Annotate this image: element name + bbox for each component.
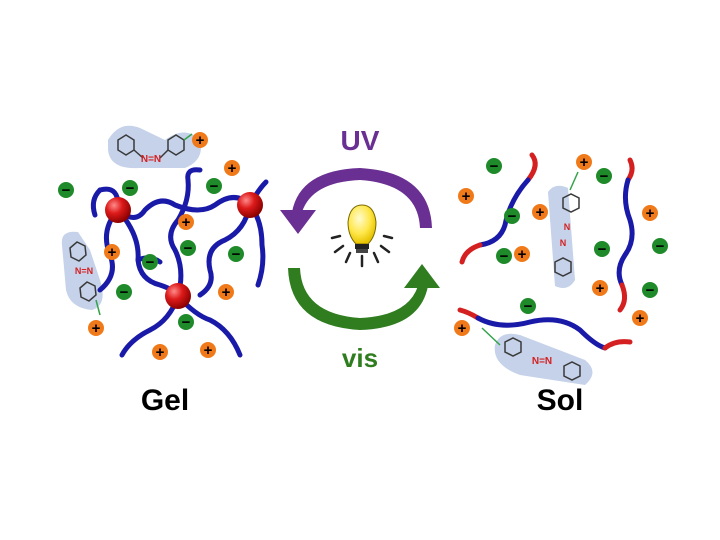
azo-label-left: N=N: [75, 266, 93, 276]
plus-sign: +: [580, 154, 589, 171]
azobenzene-left: [69, 241, 101, 316]
negative-ion: −: [116, 284, 132, 301]
negative-ion: −: [496, 248, 512, 265]
gel-polymer-chains: [90, 167, 269, 358]
negative-ion: −: [178, 314, 194, 331]
minus-sign: −: [182, 314, 191, 331]
positive-ion: +: [88, 320, 104, 337]
minus-sign: −: [646, 282, 655, 299]
sol-chains: N N N=N: [457, 152, 635, 385]
minus-sign: −: [500, 248, 509, 265]
plus-sign: +: [536, 204, 545, 221]
minus-sign: −: [126, 180, 135, 197]
gel-label: Gel: [140, 384, 190, 417]
minus-sign: −: [62, 182, 71, 199]
azo-label-vertical-2: N: [560, 238, 567, 248]
negative-ion: −: [58, 182, 74, 199]
negative-ion: −: [594, 241, 610, 258]
positive-ion: +: [632, 310, 648, 327]
negative-ion: −: [520, 298, 536, 315]
azo-label-vertical: N: [564, 222, 571, 232]
positive-ion: +: [514, 246, 530, 263]
uv-arrowhead: [280, 210, 316, 234]
light-bulb-icon: [330, 204, 394, 268]
crosslink-node: [165, 283, 191, 309]
photo-switch-cycle: [280, 168, 440, 330]
plus-sign: +: [646, 205, 655, 222]
sol-label: Sol: [536, 384, 584, 417]
positive-ion: +: [592, 280, 608, 297]
minus-sign: −: [656, 238, 665, 255]
vis-arrowhead: [404, 264, 440, 288]
azo-highlight: [494, 333, 593, 385]
minus-sign: −: [490, 158, 499, 175]
negative-ion: −: [228, 246, 244, 263]
plus-sign: +: [204, 342, 213, 359]
plus-sign: +: [518, 246, 527, 263]
azobenzene-vertical: [554, 171, 580, 277]
positive-ion: +: [192, 132, 208, 149]
minus-sign: −: [146, 254, 155, 271]
vis-arrow: [288, 268, 428, 330]
sol-polymer-chains: [457, 152, 635, 351]
minus-sign: −: [524, 298, 533, 315]
positive-ion: +: [152, 344, 168, 361]
negative-ion: −: [180, 240, 196, 257]
positive-ion: +: [642, 205, 658, 222]
azo-highlight: [61, 231, 103, 310]
plus-sign: +: [108, 244, 117, 261]
minus-sign: −: [210, 178, 219, 195]
plus-sign: +: [596, 280, 605, 297]
plus-sign: +: [458, 320, 467, 337]
ions-layer: ++++++++++++++++−−−−−−−−−−−−−−−−: [58, 132, 668, 361]
negative-ion: −: [504, 208, 520, 225]
negative-ion: −: [206, 178, 222, 195]
positive-ion: +: [104, 244, 120, 261]
negative-ion: −: [652, 238, 668, 255]
plus-sign: +: [222, 284, 231, 301]
positive-ion: +: [454, 320, 470, 337]
positive-ion: +: [178, 214, 194, 231]
negative-ion: −: [142, 254, 158, 271]
positive-ion: +: [532, 204, 548, 221]
plus-sign: +: [196, 132, 205, 149]
minus-sign: −: [600, 168, 609, 185]
minus-sign: −: [598, 241, 607, 258]
azo-label-top: N=N: [141, 154, 161, 165]
plus-sign: +: [92, 320, 101, 337]
positive-ion: +: [458, 188, 474, 205]
minus-sign: −: [508, 208, 517, 225]
uv-label: UV: [340, 125, 380, 156]
negative-ion: −: [122, 180, 138, 197]
negative-ion: −: [596, 168, 612, 185]
crosslink-node: [105, 197, 131, 223]
minus-sign: −: [184, 240, 193, 257]
plus-sign: +: [462, 188, 471, 205]
azobenzene-bottom: [481, 327, 581, 381]
uv-arrow: [292, 168, 432, 228]
crosslink-node: [237, 192, 263, 218]
vis-label: vis: [341, 343, 379, 373]
plus-sign: +: [636, 310, 645, 327]
negative-ion: −: [642, 282, 658, 299]
positive-ion: +: [224, 160, 240, 177]
minus-sign: −: [120, 284, 129, 301]
azobenzene-top: [117, 133, 193, 159]
positive-ion: +: [200, 342, 216, 359]
positive-ion: +: [218, 284, 234, 301]
plus-sign: +: [182, 214, 191, 231]
minus-sign: −: [232, 246, 241, 263]
plus-sign: +: [228, 160, 237, 177]
negative-ion: −: [486, 158, 502, 175]
azo-label-bottom: N=N: [532, 356, 552, 367]
plus-sign: +: [156, 344, 165, 361]
positive-ion: +: [576, 154, 592, 171]
gel-network: N=N N=N: [61, 125, 269, 358]
